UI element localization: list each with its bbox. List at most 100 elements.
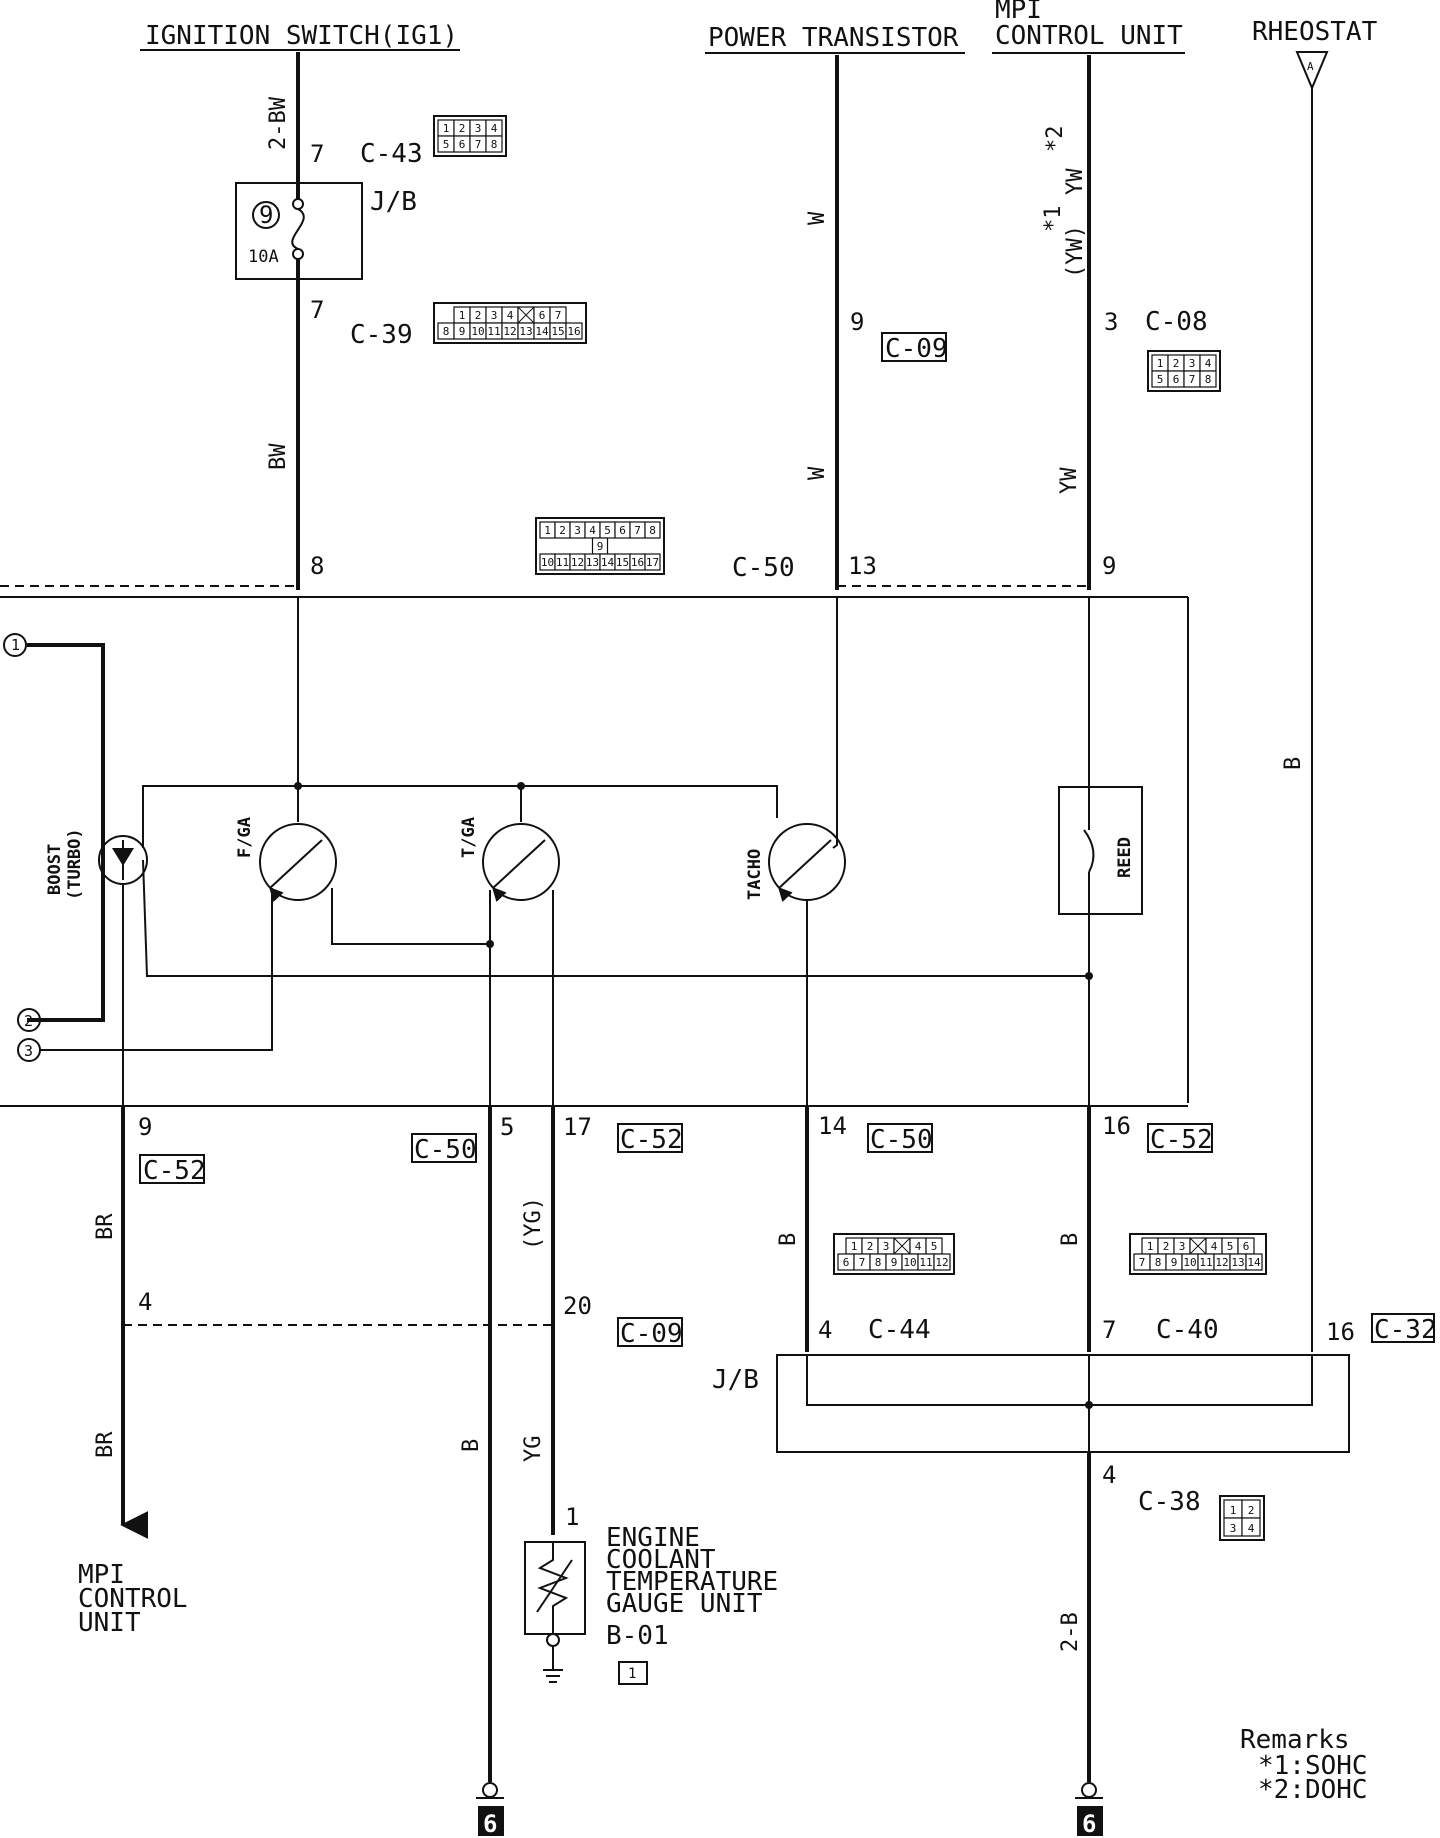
connector-pin-number: 1 bbox=[544, 524, 551, 537]
connector-pin-number: 1 bbox=[1147, 1240, 1154, 1253]
connector-face-b01 bbox=[618, 1661, 648, 1685]
reed-switch-icon bbox=[1058, 786, 1143, 915]
connector-pin-number: 4 bbox=[1205, 357, 1212, 370]
connector-pin-number: 2 bbox=[1163, 1240, 1170, 1253]
wire-note-star1: *1 bbox=[1041, 206, 1066, 233]
connector-pin-number: 3 bbox=[1179, 1240, 1186, 1253]
remarks-title: Remarks bbox=[1240, 1725, 1350, 1755]
connector-c52-tga-box bbox=[617, 1123, 683, 1153]
connector-pin-number: 14 bbox=[535, 325, 549, 338]
wire-note-star2: *2 bbox=[1043, 126, 1068, 153]
reed-switch-label: REED bbox=[1115, 837, 1135, 878]
mpi-destination-line3: UNIT bbox=[78, 1608, 141, 1638]
remarks-dohc: *2:DOHC bbox=[1258, 1775, 1368, 1805]
ref-marker-3-text: 3 bbox=[24, 1042, 33, 1060]
connector-pin-number: 9 bbox=[891, 1256, 898, 1269]
connector-c32-box bbox=[1371, 1313, 1435, 1343]
connector-cavity bbox=[1199, 370, 1217, 388]
connector-pin-number: 8 bbox=[443, 325, 450, 338]
connector-pin-number: 2 bbox=[1173, 357, 1180, 370]
power-transistor-title: POWER TRANSISTOR bbox=[708, 23, 959, 53]
ect-label-line3: TEMPERATURE bbox=[606, 1567, 778, 1597]
connector-pin-number: 4 bbox=[491, 122, 498, 135]
connector-pin-number: 2 bbox=[867, 1240, 874, 1253]
rheostat-flag-letter: A bbox=[1307, 60, 1314, 73]
pin-c50-13: 13 bbox=[848, 552, 877, 580]
connector-pin-number: 9 bbox=[459, 325, 466, 338]
connector-pin-number: 7 bbox=[1139, 1256, 1146, 1269]
wire-color-b-tacho: B bbox=[776, 1233, 801, 1246]
connector-cavity bbox=[1241, 1517, 1261, 1537]
connector-cavity bbox=[1245, 1253, 1263, 1271]
wire-color-bw: BW bbox=[266, 443, 291, 470]
connector-face-b01-pin: 1 bbox=[628, 1666, 636, 1682]
wire-color-br-upper: BR bbox=[93, 1213, 118, 1240]
jb-label-bottom: J/B bbox=[712, 1365, 759, 1395]
connector-c50-tacho-box bbox=[867, 1123, 933, 1153]
bus-junction-1 bbox=[294, 782, 302, 790]
mpi-control-unit-title-2: CONTROL UNIT bbox=[995, 21, 1183, 51]
pin-c43-7: 7 bbox=[310, 140, 324, 168]
coolant-sender-icon bbox=[524, 1541, 586, 1635]
connector-pin-number: 4 bbox=[1211, 1240, 1218, 1253]
connector-pin-number: 3 bbox=[475, 122, 482, 135]
junction-block-lower bbox=[776, 1354, 1350, 1453]
wire-color-br-lower: BR bbox=[93, 1431, 118, 1458]
pin-c50-5: 5 bbox=[500, 1113, 514, 1141]
ref-marker-2-text: 2 bbox=[24, 1012, 33, 1030]
pin-c52-16: 16 bbox=[1102, 1112, 1131, 1140]
connector-pin-number: 12 bbox=[935, 1256, 948, 1269]
ect-label-line2: COOLANT bbox=[606, 1545, 716, 1575]
connector-pin-number: 5 bbox=[604, 524, 611, 537]
mpi-destination-line2: CONTROL bbox=[78, 1584, 188, 1614]
ground-number-right: 6 bbox=[1082, 1810, 1096, 1838]
boost-gauge-label-2: (TURBO) bbox=[65, 828, 85, 900]
ground-symbol-left: 6 bbox=[476, 1782, 504, 1838]
connector-pin-number: 7 bbox=[859, 1256, 866, 1269]
connector-pin-number: 2 bbox=[559, 524, 566, 537]
fuse-amp-rating: 10A bbox=[248, 247, 279, 267]
fuse-number: 9 bbox=[259, 201, 273, 229]
jb-label-top: J/B bbox=[370, 187, 417, 217]
connector-pin-number: 16 bbox=[631, 556, 644, 569]
connector-pin-number: 7 bbox=[555, 309, 562, 322]
connector-pin-number: 6 bbox=[459, 138, 466, 151]
connector-pin-number: 3 bbox=[1230, 1522, 1237, 1535]
connector-pin-number: 14 bbox=[1247, 1256, 1261, 1269]
connector-c50-fga-label: C-50 bbox=[414, 1135, 477, 1165]
ref-marker-1 bbox=[3, 633, 27, 657]
connector-c44-label: C-44 bbox=[868, 1315, 931, 1345]
wire-color-yw-dohc: YW bbox=[1063, 168, 1088, 195]
mpi-control-unit-title-1: MPI bbox=[995, 0, 1042, 25]
connector-pin-number: 9 bbox=[1171, 1256, 1178, 1269]
connector-pin-number: 11 bbox=[487, 325, 500, 338]
fuel-gauge-icon bbox=[259, 823, 337, 901]
connector-pin-number: 2 bbox=[459, 122, 466, 135]
connector-pin-number: 6 bbox=[619, 524, 626, 537]
connector-c50-label: C-50 bbox=[732, 553, 795, 583]
connector-pin-number: 1 bbox=[1230, 1504, 1237, 1517]
connector-pin-number: 8 bbox=[491, 138, 498, 151]
fuse-number-circle bbox=[252, 201, 280, 229]
reed-junction bbox=[1085, 972, 1093, 980]
connector-pin-number: 8 bbox=[1205, 373, 1212, 386]
wire-color-b-rheostat: B bbox=[1281, 757, 1306, 770]
wire-color-w-top: W bbox=[805, 211, 830, 225]
wire-color-w-mid: W bbox=[805, 466, 830, 480]
connector-pin-number: 8 bbox=[1155, 1256, 1162, 1269]
connector-c09-top-box bbox=[881, 332, 947, 362]
pin-c39-7: 7 bbox=[310, 296, 324, 324]
connector-pin-number: 3 bbox=[1189, 357, 1196, 370]
connector-pin-number: 1 bbox=[443, 122, 450, 135]
connector-pin-number: 11 bbox=[919, 1256, 932, 1269]
connector-pin-number: 8 bbox=[875, 1256, 882, 1269]
connector-pin-number: 9 bbox=[597, 540, 604, 553]
wire-color-yw-mid: YW bbox=[1057, 467, 1082, 494]
connector-pin-number: 7 bbox=[1189, 373, 1196, 386]
connector-pin-number: 2 bbox=[475, 309, 482, 322]
connector-c32-label: C-32 bbox=[1374, 1315, 1437, 1345]
